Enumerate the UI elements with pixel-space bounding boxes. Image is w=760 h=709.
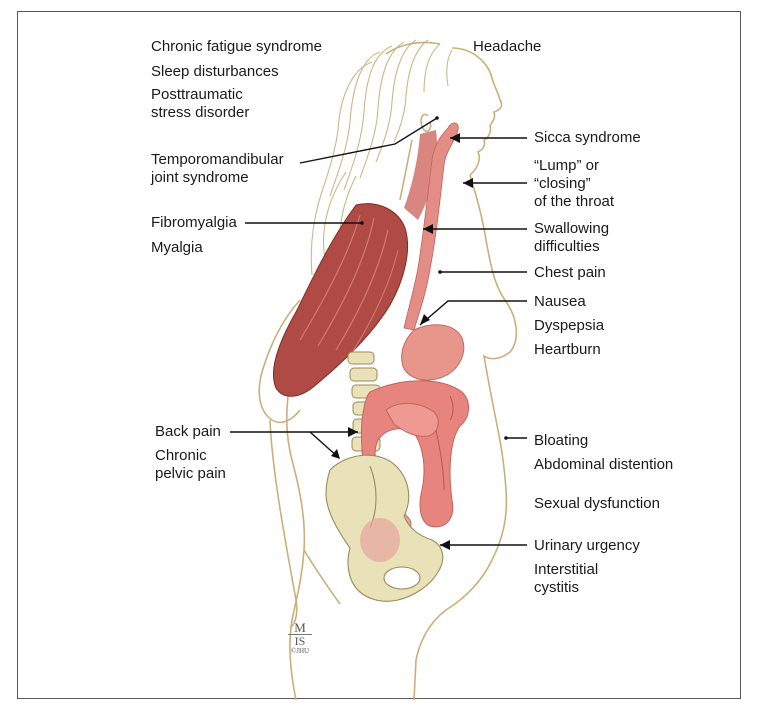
stomach — [402, 325, 464, 380]
label-back-pain: Back pain — [155, 423, 221, 441]
signature-monogram-top: M — [288, 622, 312, 634]
label-nausea: Nausea — [534, 293, 586, 311]
label-sicca-syndrome: Sicca syndrome — [534, 129, 641, 147]
label-urinary-urgency: Urinary urgency — [534, 537, 640, 555]
label-headache: Headache — [473, 38, 541, 56]
label-dyspepsia: Dyspepsia — [534, 317, 604, 335]
label-bloating: Bloating — [534, 432, 588, 450]
label-sexual-dysfunction: Sexual dysfunction — [534, 495, 660, 513]
arm-muscles — [273, 204, 407, 397]
label-myalgia: Myalgia — [151, 239, 203, 257]
label-chronic-fatigue: Chronic fatigue syndrome — [151, 38, 322, 56]
label-heartburn: Heartburn — [534, 341, 601, 359]
label-interstitial-cystitis: Interstitial cystitis — [534, 561, 598, 597]
label-fibromyalgia: Fibromyalgia — [151, 214, 237, 232]
label-abdominal-distention: Abdominal distention — [534, 456, 673, 474]
label-chronic-pelvic-pain: Chronic pelvic pain — [155, 447, 226, 483]
bladder — [360, 518, 400, 562]
artist-signature: M IS ©JHU — [288, 622, 312, 656]
label-ptsd: Posttraumatic stress disorder — [151, 86, 249, 122]
label-chest-pain: Chest pain — [534, 264, 606, 282]
label-sleep-disturbances: Sleep disturbances — [151, 63, 279, 81]
label-swallowing: Swallowing difficulties — [534, 220, 609, 256]
label-tmj: Temporomandibular joint syndrome — [151, 151, 284, 187]
label-lump-throat: “Lump” or “closing” of the throat — [534, 157, 614, 211]
signature-monogram-bottom: IS — [288, 634, 312, 647]
signature-credit: ©JHU — [288, 647, 312, 656]
